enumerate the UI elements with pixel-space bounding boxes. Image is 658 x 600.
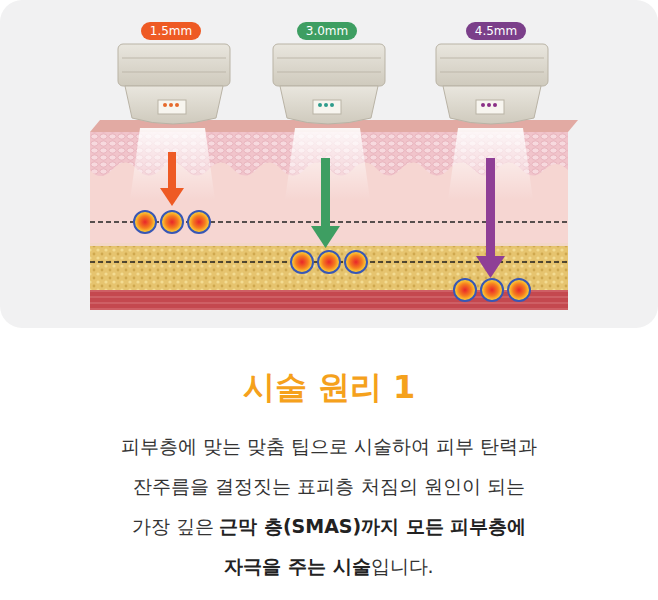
cartridge — [273, 44, 385, 124]
description-line: 자극을 주는 시술입니다. — [0, 547, 658, 587]
section-title: 시술 원리 1 — [0, 366, 658, 410]
depth-arrow — [311, 158, 340, 248]
depth-text: 1.5mm — [150, 24, 192, 38]
hifu-illustration — [0, 0, 658, 330]
description-text: 가장 깊은 — [132, 514, 214, 540]
depth-arrow — [160, 152, 184, 206]
description-text: 입니다. — [371, 554, 434, 580]
description-text: 피부층에 맞는 맞춤 팁으로 시술하여 피부 탄력과 — [121, 434, 537, 460]
description-line: 피부층에 맞는 맞춤 팁으로 시술하여 피부 탄력과 — [0, 427, 658, 467]
depth-badge: 1.5mm — [141, 22, 201, 40]
panel — [0, 0, 658, 328]
depth-badge: 4.5mm — [466, 22, 526, 40]
skin-block — [90, 120, 578, 310]
cartridge — [436, 44, 548, 124]
description-text: 잔주름을 결정짓는 표피층 처짐의 원인이 되는 — [133, 474, 524, 500]
cartridge — [118, 44, 230, 124]
depth-arrow — [476, 158, 505, 278]
description-line: 잔주름을 결정짓는 표피층 처짐의 원인이 되는 — [0, 467, 658, 507]
focal-points — [134, 211, 530, 301]
description-line: 가장 깊은근막 층(SMAS)까지 모든 피부층에 — [0, 507, 658, 547]
depth-badge: 3.0mm — [297, 22, 357, 40]
emphasis-text: 자극을 주는 시술 — [224, 554, 370, 580]
depth-text: 3.0mm — [306, 24, 348, 38]
depth-text: 4.5mm — [475, 24, 517, 38]
emphasis-text: 근막 층(SMAS)까지 모든 피부층에 — [219, 514, 526, 540]
